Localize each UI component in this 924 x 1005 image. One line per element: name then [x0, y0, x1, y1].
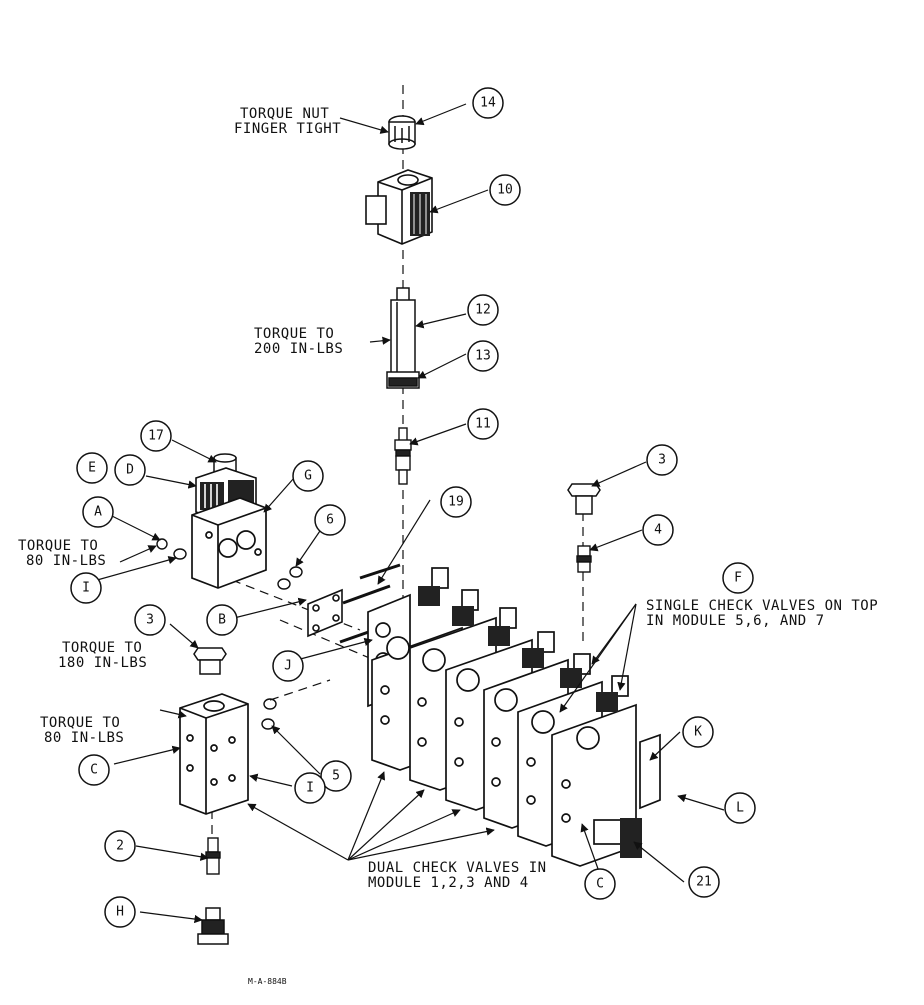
svg-text:6: 6	[326, 513, 334, 528]
part-6-orings	[277, 566, 303, 590]
svg-text:4: 4	[654, 523, 662, 538]
part-3-plug-right	[567, 483, 601, 515]
callouts: 14 10 12 13 11 17 E D G A I 6 19 3 4 F B…	[70, 87, 756, 928]
note-dual-check-line2: MODULE 1,2,3 AND 4	[368, 875, 529, 891]
note-torque-nut-line2: FINGER TIGHT	[234, 121, 341, 137]
svg-text:G: G	[304, 469, 312, 484]
leader-lines	[89, 103, 725, 924]
notes: TORQUE NUT FINGER TIGHT TORQUE TO 200 IN…	[18, 106, 878, 986]
callout-k: K	[682, 716, 714, 748]
part-5-orings	[261, 698, 277, 730]
part-h-plug	[197, 907, 229, 945]
callout-i-upper: I	[70, 572, 102, 604]
part-3-plug-left	[193, 647, 227, 675]
svg-text:C: C	[596, 877, 604, 892]
callout-5: 5	[320, 760, 352, 792]
callout-3-left: 3	[134, 604, 166, 636]
note-torque-180-line1: TORQUE TO	[62, 640, 142, 656]
part-11-cartridge	[394, 427, 412, 485]
note-torque-200-line2: 200 IN-LBS	[254, 341, 343, 357]
note-torque-nut-line1: TORQUE NUT	[240, 106, 329, 122]
callout-19: 19	[440, 486, 472, 518]
callout-c-right: C	[584, 868, 616, 900]
part-4-cartridge	[576, 545, 592, 573]
note-torque-80a-line2: 80 IN-LBS	[26, 553, 106, 569]
callout-j: J	[272, 650, 304, 682]
callout-g: G	[292, 460, 324, 492]
svg-text:I: I	[306, 781, 314, 796]
callout-l: L	[724, 792, 756, 824]
part-i-block	[179, 693, 249, 815]
callout-e: E	[76, 452, 108, 484]
svg-text:17: 17	[148, 429, 164, 444]
callout-h: H	[104, 896, 136, 928]
callout-a: A	[82, 496, 114, 528]
note-dual-check-line1: DUAL CHECK VALVES IN	[368, 860, 547, 876]
callout-11: 11	[467, 408, 499, 440]
callout-12: 12	[467, 294, 499, 326]
callout-i-lower: I	[294, 772, 326, 804]
svg-text:I: I	[82, 581, 90, 596]
manifold-stack	[339, 563, 661, 867]
svg-text:10: 10	[497, 183, 513, 198]
part-10-coil	[365, 169, 433, 245]
svg-text:14: 14	[480, 96, 496, 111]
callout-10: 10	[489, 174, 521, 206]
callout-13: 13	[467, 340, 499, 372]
svg-text:13: 13	[475, 349, 491, 364]
part-b-gasket	[307, 588, 343, 638]
note-single-check-line1: SINGLE CHECK VALVES ON TOP	[646, 598, 878, 614]
callout-6: 6	[314, 504, 346, 536]
drawing-code: M-A-884B	[248, 977, 287, 986]
part-g-valve-body	[191, 497, 267, 589]
svg-text:D: D	[126, 463, 134, 478]
svg-text:19: 19	[448, 495, 464, 510]
callout-b: B	[206, 604, 238, 636]
part-13-nut	[386, 371, 420, 389]
callout-17: 17	[140, 420, 172, 452]
callout-c-left: C	[78, 754, 110, 786]
callout-21: 21	[688, 866, 720, 898]
note-single-check-line2: IN MODULE 5,6, AND 7	[646, 613, 825, 629]
part-14-nut	[388, 115, 416, 150]
callout-14: 14	[472, 87, 504, 119]
svg-text:5: 5	[332, 769, 340, 784]
svg-text:11: 11	[475, 417, 491, 432]
svg-text:E: E	[88, 461, 96, 476]
callout-d: D	[114, 454, 146, 486]
note-torque-80b-line1: TORQUE TO	[40, 715, 120, 731]
svg-text:2: 2	[116, 839, 124, 854]
note-torque-80a-line1: TORQUE TO	[18, 538, 98, 554]
svg-text:L: L	[736, 801, 744, 816]
callout-2: 2	[104, 830, 136, 862]
svg-text:J: J	[284, 659, 292, 674]
part-2-cartridge	[205, 837, 221, 875]
svg-text:K: K	[694, 725, 702, 740]
svg-text:3: 3	[658, 453, 666, 468]
svg-text:B: B	[218, 613, 226, 628]
note-torque-80b-line2: 80 IN-LBS	[44, 730, 124, 746]
svg-text:A: A	[94, 505, 102, 520]
svg-text:F: F	[734, 571, 742, 586]
part-12-tube	[390, 287, 416, 375]
part-i-oring-left	[173, 548, 187, 560]
svg-text:12: 12	[475, 303, 491, 318]
note-torque-200-line1: TORQUE TO	[254, 326, 334, 342]
svg-text:C: C	[90, 763, 98, 778]
svg-text:H: H	[116, 905, 124, 920]
callout-3-right: 3	[646, 444, 678, 476]
svg-text:3: 3	[146, 613, 154, 628]
callout-4: 4	[642, 514, 674, 546]
part-a-plug	[156, 538, 168, 550]
svg-text:21: 21	[696, 875, 712, 890]
callout-f: F	[722, 562, 754, 594]
note-torque-180-line2: 180 IN-LBS	[58, 655, 147, 671]
